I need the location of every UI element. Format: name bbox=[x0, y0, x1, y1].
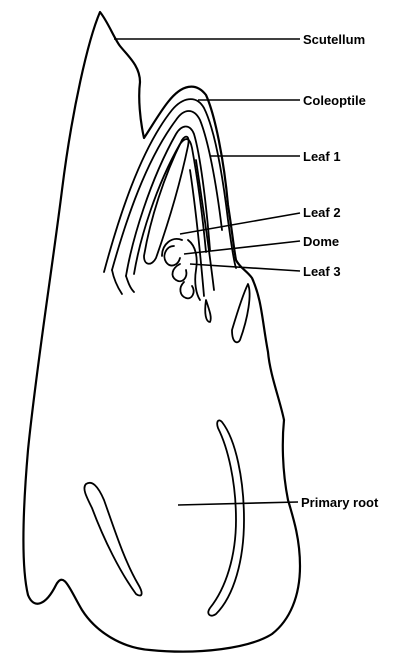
leaf1-right-edge bbox=[196, 160, 214, 290]
leaf3-primordium-1 bbox=[173, 264, 187, 281]
primary-root-leader bbox=[178, 502, 298, 505]
dome-leader bbox=[184, 241, 300, 254]
leaf2-leader bbox=[180, 213, 300, 234]
embryo-outline bbox=[24, 12, 301, 652]
leaf1-label: Leaf 1 bbox=[303, 149, 341, 164]
coleorhiza bbox=[84, 483, 141, 596]
leaf-left-curl bbox=[126, 276, 134, 292]
dome-label: Dome bbox=[303, 234, 339, 249]
leaf2-right-edge bbox=[190, 170, 204, 296]
leaf3-left-tip bbox=[112, 270, 122, 294]
leaf3-primordium-2 bbox=[180, 282, 193, 298]
sheath-tip-right bbox=[205, 300, 211, 322]
scutellum-label: Scutellum bbox=[303, 32, 365, 47]
coleoptile-label: Coleoptile bbox=[303, 93, 366, 108]
leaf2-label: Leaf 2 bbox=[303, 205, 341, 220]
primary-root bbox=[208, 420, 244, 615]
sheath-tip-far-right bbox=[232, 284, 250, 342]
dome-apex bbox=[164, 246, 180, 265]
primary-root-label: Primary root bbox=[301, 495, 379, 510]
leaf3-label: Leaf 3 bbox=[303, 264, 341, 279]
